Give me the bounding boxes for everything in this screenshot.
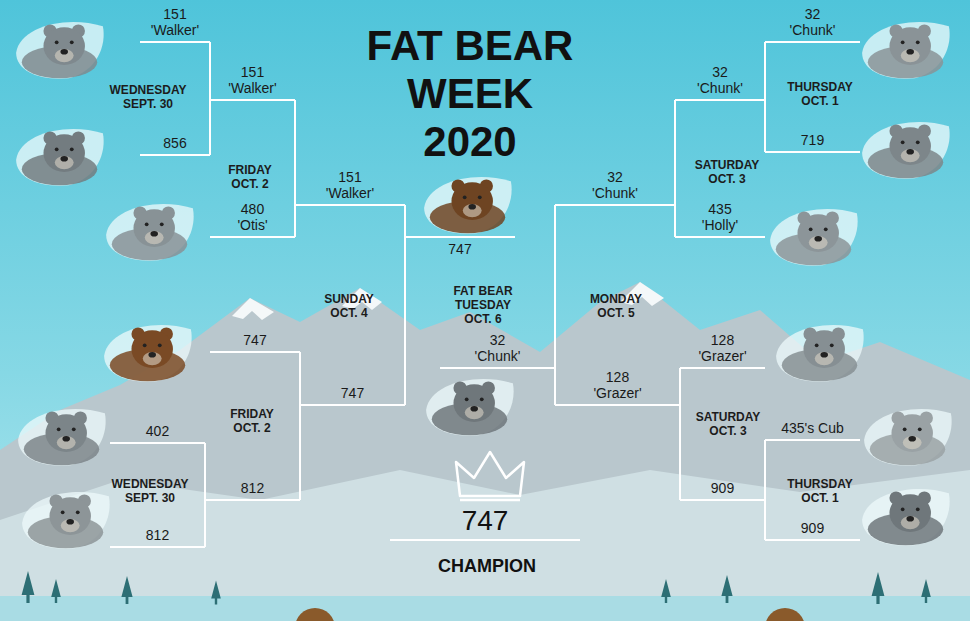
bracket-line <box>204 500 206 547</box>
round-date: WEDNESDAY SEPT. 30 <box>109 477 191 505</box>
round-date: FAT BEAR TUESDAY OCT. 6 <box>448 284 518 326</box>
bear-number: 151 <box>142 6 208 22</box>
bracket-line <box>679 368 681 405</box>
bracket-slot: 480'Otis' <box>210 199 295 238</box>
bear-name: 'Walker' <box>212 80 293 96</box>
bear-name: 'Chunk' <box>767 22 858 38</box>
bracket-line <box>554 205 556 368</box>
bear-number: 812 <box>112 527 203 543</box>
round-date: FRIDAY OCT. 2 <box>219 163 281 191</box>
bracket-slot: 747 <box>300 383 405 406</box>
bracket-slot: 856 <box>140 133 210 156</box>
bear-name: 'Chunk' <box>442 348 553 364</box>
bear-number: 747 <box>302 385 403 401</box>
bracket-line <box>294 205 296 237</box>
bracket-slot: 909 <box>680 478 765 501</box>
bear-pictures <box>16 22 952 549</box>
bracket-line <box>299 405 301 500</box>
bear-name: 'Otis' <box>212 217 293 233</box>
bear-number: 747 <box>407 241 513 257</box>
bear-number: 747 <box>392 506 578 536</box>
bear-name: 'Walker' <box>142 22 208 38</box>
bracket-line <box>764 42 766 100</box>
bracket-slot: 32'Chunk' <box>440 330 555 369</box>
bracket-slot: 128'Grazer' <box>680 330 765 369</box>
round-date: SATURDAY OCT. 3 <box>689 158 765 186</box>
bracket-slot: 719 <box>765 130 860 153</box>
bear-number: 32 <box>442 332 553 348</box>
bracket-line <box>404 237 406 405</box>
bear-number: 480 <box>212 201 293 217</box>
bear-number: 151 <box>297 169 403 185</box>
bracket-slot: 747 <box>390 504 580 541</box>
trees <box>22 571 931 621</box>
mountains <box>0 282 970 621</box>
bracket-slot: 435'Holly' <box>675 199 765 238</box>
round-date: SUNDAY OCT. 4 <box>316 292 382 320</box>
bear-number: 909 <box>682 480 763 496</box>
bear-name: 'Walker' <box>297 185 403 201</box>
bracket-slot: 747 <box>405 236 515 259</box>
bear-number: 32 <box>557 169 673 185</box>
bracket-slot: 435's Cub <box>765 418 860 441</box>
bracket-line <box>404 205 406 237</box>
bracket-slot: 812 <box>205 478 300 501</box>
bear-name: 'Grazer' <box>682 348 763 364</box>
bracket-slot: 32'Chunk' <box>675 62 765 101</box>
bear-name: 'Holly' <box>677 217 763 233</box>
crown <box>456 452 524 500</box>
bracket-line <box>674 100 676 205</box>
bear-name: 'Grazer' <box>557 385 678 401</box>
round-date: SATURDAY OCT. 3 <box>690 410 766 438</box>
bracket-slot: 151'Walker' <box>295 167 405 206</box>
bear-number: 719 <box>767 132 858 148</box>
bracket-slot: 32'Chunk' <box>765 4 860 43</box>
bracket-slot: 909 <box>765 518 860 541</box>
bear-number: 32 <box>677 64 763 80</box>
bear-name: 'Chunk' <box>677 80 763 96</box>
bear-number: 909 <box>767 520 858 536</box>
bracket-slot: 151'Walker' <box>140 4 210 43</box>
bear-number: 747 <box>212 332 298 348</box>
round-date: WEDNESDAY SEPT. 30 <box>107 83 189 111</box>
bear-number: 32 <box>767 6 858 22</box>
bracket-slot: 32'Chunk' <box>555 167 675 206</box>
bracket-slot: 402 <box>110 421 205 444</box>
bear-number: 856 <box>142 135 208 151</box>
bear-number: 151 <box>212 64 293 80</box>
bear-number: 435's Cub <box>767 420 858 436</box>
bracket-slot: 151'Walker' <box>210 62 295 101</box>
champion-label: CHAMPION <box>387 555 587 577</box>
round-date: THURSDAY OCT. 1 <box>780 477 860 505</box>
round-date: THURSDAY OCT. 1 <box>780 80 860 108</box>
bear-number: 128 <box>557 369 678 385</box>
bear-number: 128 <box>682 332 763 348</box>
bear-number: 435 <box>677 201 763 217</box>
bracket-line <box>764 440 766 500</box>
bracket-slot: 128'Grazer' <box>555 367 680 406</box>
bear-number: 402 <box>112 423 203 439</box>
bracket-line <box>209 100 211 155</box>
round-date: FRIDAY OCT. 2 <box>221 407 283 435</box>
title: FAT BEAR WEEK 2020 <box>359 22 581 166</box>
bracket-slot: 747 <box>210 330 300 353</box>
bracket-slot: 812 <box>110 525 205 548</box>
bear-number: 812 <box>207 480 298 496</box>
round-date: MONDAY OCT. 5 <box>583 292 649 320</box>
bear-name: 'Chunk' <box>557 185 673 201</box>
